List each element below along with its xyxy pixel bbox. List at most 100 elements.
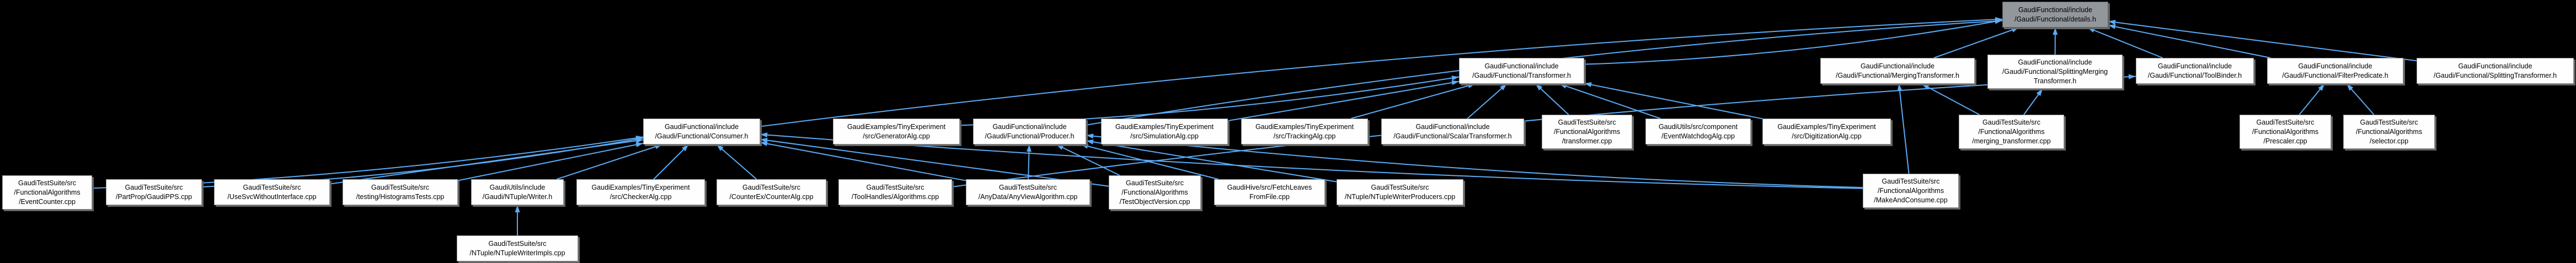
graph-node-scalartransformer_h[interactable]: GaudiFunctional/include/Gaudi/Functional… xyxy=(1381,119,1524,144)
node-label-line: GaudiExamples/TinyExperiment xyxy=(1115,122,1214,131)
edge-arrowhead xyxy=(1467,83,1476,88)
edge-arrowhead xyxy=(1500,84,1507,90)
node-label-line: /FunctionalAlgorithms xyxy=(1553,127,1621,136)
dependency-edge-histogramstests_cpp-to-consumer_h xyxy=(457,142,644,181)
graph-node-gaudipps_cpp[interactable]: GaudiTestSuite/src/PartProp/GaudiPPS.cpp xyxy=(106,179,202,205)
graph-node-ntuple_writer_h[interactable]: GaudiUtils/include/Gaudi/NTuple/Writer.h xyxy=(471,179,564,205)
node-label-line: GaudiFunctional/include xyxy=(2298,62,2372,70)
node-label-line: GaudiFunctional/include xyxy=(2018,6,2093,14)
graph-node-eventcounter_cpp[interactable]: GaudiTestSuite/src/FunctionalAlgorithms/… xyxy=(2,175,92,210)
graph-node-splitting_transformer_h[interactable]: GaudiFunctional/include/Gaudi/Functional… xyxy=(2417,58,2574,84)
edge-arrowhead xyxy=(1559,83,1567,89)
graph-node-makeandconsume_cpp[interactable]: GaudiTestSuite/src/FunctionalAlgorithms/… xyxy=(1863,174,1959,208)
graph-node-toolhandles_algorithms_cpp[interactable]: GaudiTestSuite/src/ToolHandles/Algorithm… xyxy=(838,179,952,205)
node-label-line: /EventCounter.cpp xyxy=(19,197,76,206)
edge-arrowhead xyxy=(2128,74,2136,79)
edge-arrowhead xyxy=(1086,139,1094,144)
dependency-edge-toolbinder_h-to-details_h xyxy=(2087,27,2163,58)
node-label-line: /MakeAndConsume.cpp xyxy=(1874,196,1948,204)
edge-arrowhead xyxy=(760,138,768,143)
node-label-line: GaudiTestSuite/src xyxy=(2256,118,2315,126)
node-label-line: /Gaudi/Functional/ScalarTransformer.h xyxy=(1393,132,1512,140)
node-label-line: GaudiTestSuite/src xyxy=(488,239,547,248)
graph-node-details_h[interactable]: GaudiFunctional/include/Gaudi/Functional… xyxy=(2002,2,2108,28)
graph-node-ntuplewriterproducers_cpp[interactable]: GaudiTestSuite/src/NTuple/NTupleWriterPr… xyxy=(1337,179,1463,205)
node-label-line: GaudiTestSuite/src xyxy=(18,179,76,187)
dependency-edge-consumer_h-to-details_h xyxy=(760,18,2003,127)
edge-arrowhead xyxy=(760,132,768,138)
edge-arrowhead xyxy=(717,144,724,151)
node-label-line: /NTuple/NTupleWriterImpls.cpp xyxy=(469,249,565,257)
node-label-line: /Gaudi/Functional/SplittingTransformer.h xyxy=(2433,71,2557,79)
graph-node-checkeralg_cpp[interactable]: GaudiExamples/TinyExperiment/src/Checker… xyxy=(576,179,705,205)
node-label-line: GaudiExamples/TinyExperiment xyxy=(847,122,946,131)
node-label-line: /testing/HistogramsTests.cpp xyxy=(356,192,445,201)
dependency-edge-splitting_transformer_h-to-details_h xyxy=(2108,20,2417,62)
node-label-line: /Gaudi/NTuple/Writer.h xyxy=(482,192,553,201)
node-label-line: /src/DigitizationAlg.cpp xyxy=(1792,132,1862,140)
graph-node-usesvcwithoutinterface_cpp[interactable]: GaudiTestSuite/src/UseSvcWithoutInterfac… xyxy=(214,179,330,205)
node-label-line: /ToolHandles/Algorithms.cpp xyxy=(851,192,939,201)
node-label-line: /merging_transformer.cpp xyxy=(1972,137,2051,145)
node-label-line: /FunctionalAlgorithms xyxy=(2252,127,2319,136)
dependency-edge-testobjectversion_cpp-to-consumer_h xyxy=(760,138,1109,187)
node-label-line: GaudiFunctional/include xyxy=(1860,62,1935,70)
node-label-line: GaudiTestSuite/src xyxy=(1558,118,1616,126)
graph-node-digitizationalg_cpp[interactable]: GaudiExamples/TinyExperiment/src/Digitiz… xyxy=(1762,119,1891,144)
dependency-edge-merging_transformer_cpp-to-merging_transformer_h xyxy=(1921,83,1980,115)
edge-arrowhead xyxy=(2347,84,2354,91)
node-label-line: FromFile.cpp xyxy=(1249,192,1290,201)
graph-node-selector_cpp[interactable]: GaudiTestSuite/src/FunctionalAlgorithms/… xyxy=(2343,115,2435,149)
graph-node-simulationalg_cpp[interactable]: GaudiExamples/TinyExperiment/src/Simulat… xyxy=(1101,119,1228,144)
node-label-line: GaudiUtils/include xyxy=(489,183,546,191)
node-label-line: /transformer.cpp xyxy=(1562,137,1612,145)
graph-node-testobjectversion_cpp[interactable]: GaudiTestSuite/src/FunctionalAlgorithms/… xyxy=(1109,175,1201,210)
node-label-line: GaudiTestSuite/src xyxy=(866,183,924,191)
graph-node-merging_transformer_cpp[interactable]: GaudiTestSuite/src/FunctionalAlgorithms/… xyxy=(1959,115,2064,149)
node-label-line: /TestObjectVersion.cpp xyxy=(1119,197,1190,206)
graph-node-transformer_cpp[interactable]: GaudiTestSuite/src/FunctionalAlgorithms/… xyxy=(1542,115,1632,149)
dependency-edge-checkeralg_cpp-to-consumer_h xyxy=(653,144,690,180)
edge-arrowhead xyxy=(2087,28,2096,33)
node-label-line: GaudiFunctional/include xyxy=(1484,62,1559,70)
dependency-edge-trackingalg_cpp-to-transformer_h xyxy=(1350,83,1476,119)
graph-node-merging_transformer_h[interactable]: GaudiFunctional/include/Gaudi/Functional… xyxy=(1820,58,1975,84)
node-label-line: GaudiTestSuite/src xyxy=(1882,177,1940,185)
node-label-line: GaudiHive/src/FetchLeaves xyxy=(1227,183,1312,191)
dependency-edge-eventwatchdogalg_cpp-to-transformer_h xyxy=(1559,83,1661,119)
dependency-edge-ntuplewriterproducers_cpp-to-producer_h xyxy=(1086,140,1337,183)
graph-node-anyviewalgorithm_cpp[interactable]: GaudiTestSuite/src/AnyData/AnyViewAlgori… xyxy=(966,179,1090,205)
graph-node-transformer_h[interactable]: GaudiFunctional/include/Gaudi/Functional… xyxy=(1459,58,1584,84)
dependency-edge-usesvcwithoutinterface_cpp-to-consumer_h xyxy=(329,139,644,185)
graph-node-trackingalg_cpp[interactable]: GaudiExamples/TinyExperiment/src/Trackin… xyxy=(1241,119,1368,144)
node-label-line: GaudiFunctional/include xyxy=(664,122,739,131)
node-label-line: GaudiTestSuite/src xyxy=(999,183,1057,191)
edge-arrowhead xyxy=(1995,19,2002,24)
graph-node-histogramstests_cpp[interactable]: GaudiTestSuite/src/testing/HistogramsTes… xyxy=(343,179,458,205)
edge-arrowhead xyxy=(1451,76,1459,80)
graph-node-prescaler_cpp[interactable]: GaudiTestSuite/src/FunctionalAlgorithms/… xyxy=(2240,115,2331,149)
edge-arrowhead xyxy=(2036,89,2043,96)
graph-node-ntuplewriterimpls_cpp[interactable]: GaudiTestSuite/src/NTuple/NTupleWriterIm… xyxy=(457,235,578,261)
node-label-line: GaudiFunctional/include xyxy=(2018,58,2092,66)
dependency-edge-transformer_h-to-details_h xyxy=(1584,19,2003,65)
graph-node-producer_h[interactable]: GaudiFunctional/include/Gaudi/Functional… xyxy=(973,119,1086,144)
graph-node-eventwatchdogalg_cpp[interactable]: GaudiUtils/src/component/EventWatchdogAl… xyxy=(1645,119,1751,144)
node-label-line: /FunctionalAlgorithms xyxy=(1877,186,1944,195)
node-label-line: /FunctionalAlgorithms xyxy=(14,188,81,196)
graph-node-counteralg_cpp[interactable]: GaudiTestSuite/src/CounterEx/CounterAlg.… xyxy=(717,179,826,205)
node-label-line: /src/GeneratorAlg.cpp xyxy=(863,132,930,140)
graph-node-generatoralg_cpp[interactable]: GaudiExamples/TinyExperiment/src/Generat… xyxy=(833,119,960,144)
graph-node-consumer_h[interactable]: GaudiFunctional/include/Gaudi/Functional… xyxy=(643,119,760,144)
node-label-line: /selector.cpp xyxy=(2369,137,2409,145)
node-label-line: /Gaudi/Functional/Transformer.h xyxy=(1472,71,1571,79)
edge-arrowhead xyxy=(635,138,643,143)
graph-node-splitting_merging_transformer_h[interactable]: GaudiFunctional/include/Gaudi/Functional… xyxy=(1987,55,2123,89)
graph-node-filterpredicate_h[interactable]: GaudiFunctional/include/Gaudi/Functional… xyxy=(2267,58,2403,84)
dependency-edge-transformer_cpp-to-transformer_h xyxy=(1535,83,1569,115)
node-label-line: /Gaudi/Functional/details.h xyxy=(2014,15,2096,23)
graph-node-toolbinder_h[interactable]: GaudiFunctional/include/Gaudi/Functional… xyxy=(2136,58,2254,84)
node-label-line: GaudiExamples/TinyExperiment xyxy=(591,183,690,191)
edge-arrowhead xyxy=(1027,144,1032,152)
